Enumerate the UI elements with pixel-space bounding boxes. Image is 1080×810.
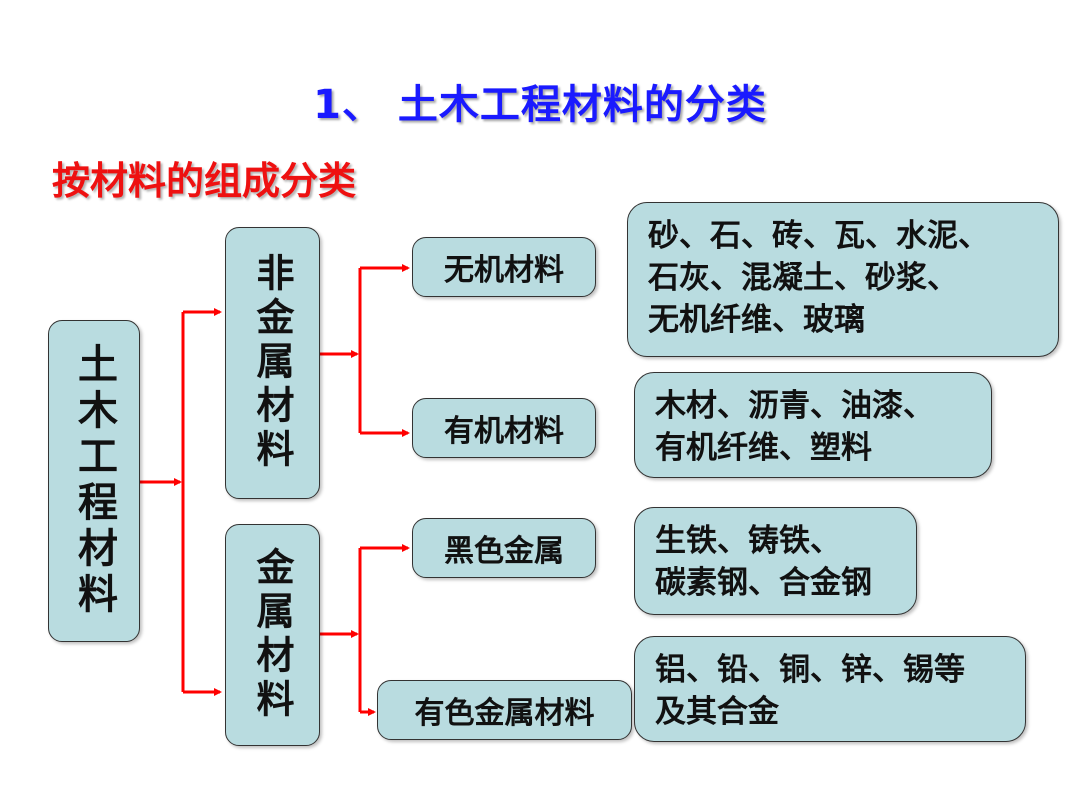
node-nonmetal: 非金属材料 — [225, 227, 320, 499]
root-node: 土木工程材料 — [48, 320, 140, 642]
page-title: 1、 土木工程材料的分类 — [313, 82, 767, 128]
detail-organic: 木材、沥青、油漆、 有机纤维、塑料 — [634, 372, 992, 478]
detail-line: 碳素钢、合金钢 — [655, 565, 872, 601]
node-nonferrous: 有色金属材料 — [377, 680, 632, 740]
node-metal: 金属材料 — [225, 524, 320, 746]
detail-line: 石灰、混凝土、砂浆、 — [648, 260, 958, 296]
node-ferrous: 黑色金属 — [412, 518, 596, 578]
detail-line: 及其合金 — [655, 694, 779, 730]
node-organic: 有机材料 — [412, 398, 596, 458]
section-subtitle: 按材料的组成分类 — [52, 159, 357, 203]
detail-line: 无机纤维、玻璃 — [648, 302, 865, 338]
detail-nonferrous: 铝、铅、铜、锌、锡等 及其合金 — [634, 636, 1026, 742]
detail-ferrous: 生铁、铸铁、 碳素钢、合金钢 — [634, 507, 917, 615]
detail-line: 铝、铅、铜、锌、锡等 — [655, 652, 965, 688]
detail-line: 有机纤维、塑料 — [655, 430, 872, 466]
detail-line: 砂、石、砖、瓦、水泥、 — [648, 218, 989, 254]
detail-inorganic: 砂、石、砖、瓦、水泥、 石灰、混凝土、砂浆、 无机纤维、玻璃 — [627, 202, 1059, 357]
detail-line: 生铁、铸铁、 — [655, 523, 841, 559]
node-inorganic: 无机材料 — [412, 237, 596, 297]
detail-line: 木材、沥青、油漆、 — [655, 388, 934, 424]
